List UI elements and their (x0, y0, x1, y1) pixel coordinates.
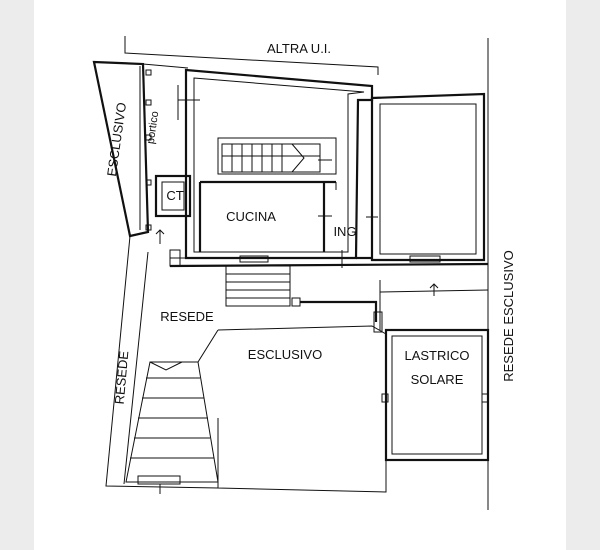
portico-column (145, 69, 152, 76)
lower-stair-treads (226, 273, 290, 299)
terrace-railing (300, 300, 378, 322)
label-resede-esclusivo-right: RESEDE ESCLUSIVO (501, 250, 516, 382)
label-resede-left: RESEDE (112, 350, 132, 405)
main-house-inner-outline (193, 77, 365, 253)
portico-column (145, 134, 152, 141)
portico-strip-outline (92, 60, 150, 238)
terrace-small-post (373, 311, 383, 333)
portico-column (145, 99, 152, 106)
terrace-arrow (429, 283, 439, 296)
upper-stair-inner (221, 143, 321, 173)
paper-sheet (34, 0, 566, 550)
portico-column (145, 179, 152, 186)
stair-top-marker (149, 361, 183, 371)
upper-stair-box (217, 137, 337, 175)
left-resede-outline (105, 235, 219, 489)
portico-arrow (155, 229, 165, 244)
esclusivo-area-diagonal (197, 329, 219, 363)
left-resede-inner-line (123, 251, 149, 485)
label-lastrico: LASTRICO (404, 348, 469, 363)
label-altra-ui: ALTRA U.I. (267, 41, 331, 56)
ct-room-inner (161, 181, 185, 211)
upper-stair-treads (222, 143, 320, 173)
label-cucina: CUCINA (226, 209, 276, 224)
lastrico-post (381, 393, 389, 403)
label-solare: SOLARE (411, 372, 464, 387)
door-ticks (177, 85, 378, 268)
main-window-south (239, 255, 269, 263)
label-ct: CT (166, 188, 183, 203)
right-block-inner (379, 103, 477, 255)
portico-top-line (142, 63, 189, 69)
top-boundary-line (124, 36, 379, 75)
lower-diagonal-stair-treads (130, 377, 214, 459)
south-facade-line (169, 262, 489, 268)
ct-room-outline (154, 174, 192, 218)
right-block-outline (370, 92, 486, 262)
portico-column (145, 224, 152, 231)
label-esclusivo-center: ESCLUSIVO (248, 347, 322, 362)
bottom-gate (137, 475, 181, 485)
right-block-window (409, 255, 441, 263)
label-portico: portico (145, 110, 161, 144)
label-ing: ING (333, 224, 356, 239)
south-facade-post (169, 249, 181, 267)
lower-stair-box (225, 265, 291, 307)
label-resede-center: RESEDE (160, 309, 214, 324)
